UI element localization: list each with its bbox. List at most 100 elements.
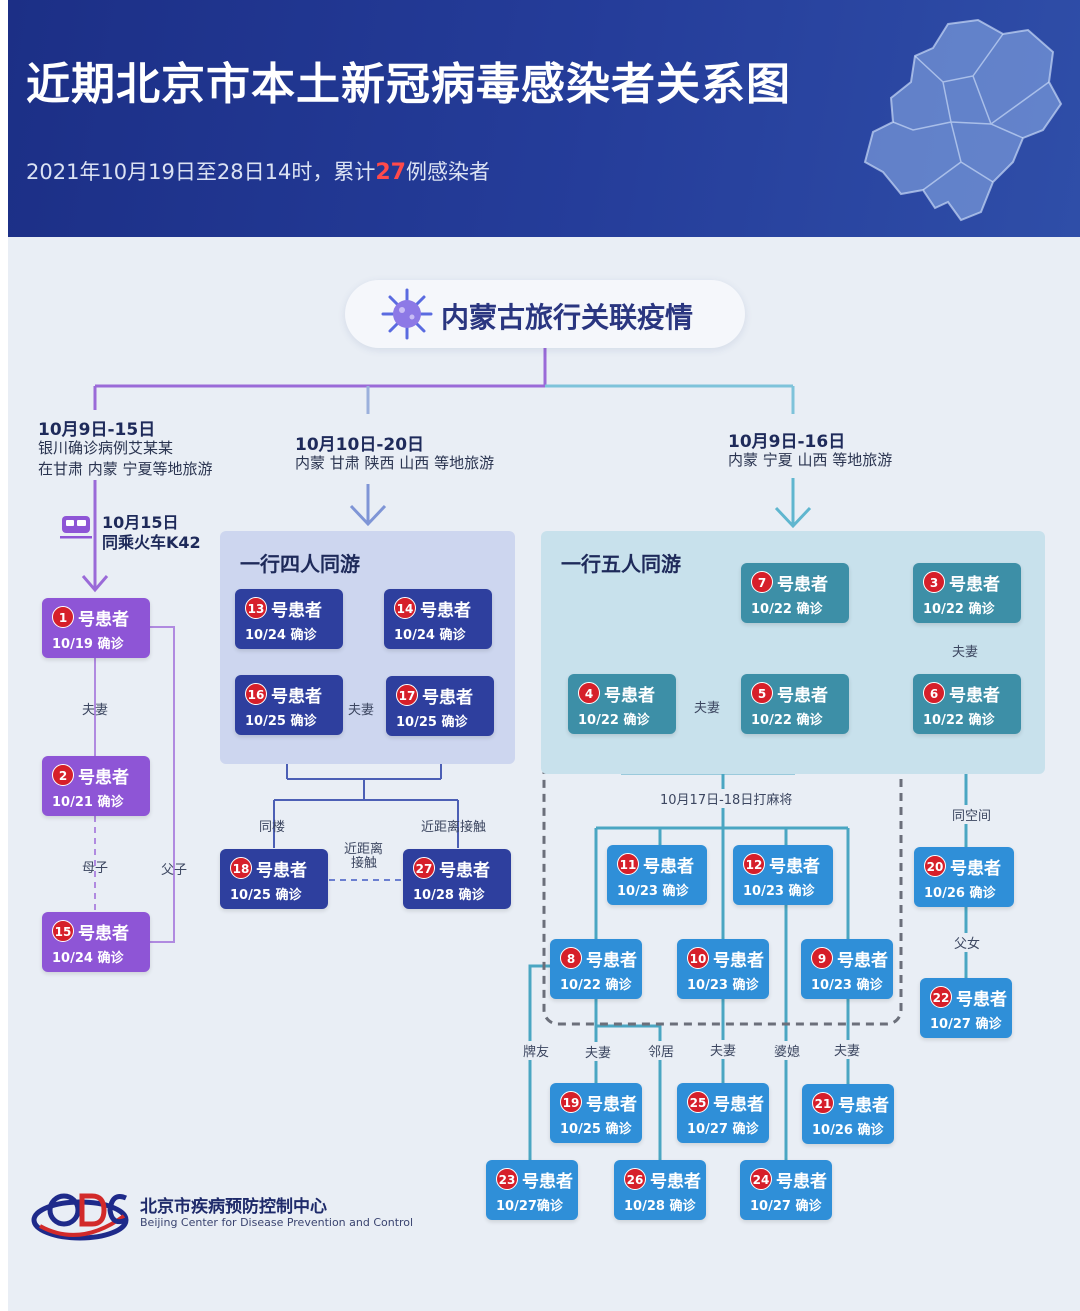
case-number-badge: 16 xyxy=(245,683,267,705)
org-name-cn: 北京市疾病预防控制中心 xyxy=(140,1197,327,1217)
patient-label: 号患者 xyxy=(643,857,694,877)
confirm-date: 10/23 确诊 xyxy=(687,978,759,993)
case-number-badge: 10 xyxy=(687,947,709,969)
relation-close-contact-line2: 接触 xyxy=(351,856,378,871)
relation-couple-1-2: 夫妻 xyxy=(82,703,109,718)
case-number-badge: 17 xyxy=(396,684,418,706)
confirm-date: 10/26 确诊 xyxy=(812,1123,884,1138)
page-title: 近期北京市本土新冠病毒感染者关系图 xyxy=(26,59,791,110)
relation-couple-16-17: 夫妻 xyxy=(348,703,375,718)
patient-label: 号患者 xyxy=(950,859,1001,879)
patient-label: 号患者 xyxy=(838,1096,889,1116)
case-number-badge: 19 xyxy=(560,1091,582,1113)
patient-label: 号患者 xyxy=(713,1095,764,1115)
confirm-date: 10/27 确诊 xyxy=(750,1199,822,1214)
case-number-badge: 18 xyxy=(230,857,252,879)
train-date: 10月15日 xyxy=(102,513,179,532)
relation-couple-4-5: 夫妻 xyxy=(694,701,721,716)
confirm-date: 10/25 确诊 xyxy=(396,715,468,730)
org-name-en: Beijing Center for Disease Prevention an… xyxy=(140,1216,414,1229)
confirm-date: 10/23 确诊 xyxy=(617,884,689,899)
subtitle-suffix: 例感染者 xyxy=(405,160,490,184)
patient-label: 号患者 xyxy=(422,688,473,708)
arrow-down-icon xyxy=(349,504,387,527)
confirm-date: 10/24 确诊 xyxy=(245,628,317,643)
confirm-date: 10/25 确诊 xyxy=(560,1122,632,1137)
case-number-badge: 24 xyxy=(750,1168,772,1190)
confirm-date: 10/22 确诊 xyxy=(923,713,995,728)
case-number-badge: 12 xyxy=(743,853,765,875)
header-banner: 近期北京市本土新冠病毒感染者关系图 2021年10月19日至28日14时，累计2… xyxy=(8,0,1080,237)
case-number-badge: 3 xyxy=(923,571,945,593)
relation-couple-9-21: 夫妻 xyxy=(832,1040,863,1059)
case-number-badge: 6 xyxy=(923,682,945,704)
confirm-date: 10/22 确诊 xyxy=(560,978,632,993)
relation-mother-in-law: 婆媳 xyxy=(772,1041,803,1060)
infographic-canvas: 近期北京市本土新冠病毒感染者关系图 2021年10月19日至28日14时，累计2… xyxy=(8,0,1080,1311)
relation-mother-son: 母子 xyxy=(82,861,109,876)
case-number-badge: 26 xyxy=(624,1168,646,1190)
patient-label: 号患者 xyxy=(271,687,322,707)
patient-label: 号患者 xyxy=(586,1095,637,1115)
subtitle-prefix: 2021年10月19日至28日14时，累计 xyxy=(26,160,376,184)
confirm-date: 10/23 确诊 xyxy=(811,978,883,993)
right-branch-line1: 内蒙 宁夏 山西 等地旅游 xyxy=(728,451,893,469)
relation-couple-10-25: 夫妻 xyxy=(708,1040,739,1059)
beijing-map-icon xyxy=(863,18,1063,222)
relation-mahjong: 10月17日-18日打麻将 xyxy=(657,789,796,808)
patient-label: 号患者 xyxy=(78,768,129,788)
patient-label: 号患者 xyxy=(271,601,322,621)
confirm-date: 10/26 确诊 xyxy=(924,886,996,901)
case-number-badge: 20 xyxy=(924,855,946,877)
patient-label: 号患者 xyxy=(776,1172,827,1192)
relation-father-son: 父子 xyxy=(161,863,188,878)
relation-close-contact-27: 近距离接触 xyxy=(421,820,487,835)
relation-couple-3-6: 夫妻 xyxy=(952,645,979,660)
train-text: 同乘火车K42 xyxy=(102,533,201,552)
left-branch-line2: 在甘肃 内蒙 宁夏等地旅游 xyxy=(38,460,213,478)
middle-branch-line1: 内蒙 甘肃 陕西 山西 等地旅游 xyxy=(295,454,495,472)
patient-label: 号患者 xyxy=(713,951,764,971)
right-branch-date: 10月9日-16日 xyxy=(728,432,846,452)
relation-father-daughter: 父女 xyxy=(952,933,983,952)
patient-label: 号患者 xyxy=(586,951,637,971)
patient-label: 号患者 xyxy=(420,601,471,621)
confirm-date: 10/19 确诊 xyxy=(52,637,124,652)
patient-label: 号患者 xyxy=(439,861,490,881)
relation-neighbor: 邻居 xyxy=(646,1041,677,1060)
train-icon xyxy=(60,516,92,539)
confirm-date: 10/25 确诊 xyxy=(230,888,302,903)
arrow-down-icon xyxy=(774,506,812,529)
case-number-badge: 4 xyxy=(578,682,600,704)
page-subtitle: 2021年10月19日至28日14时，累计27例感染者 xyxy=(26,156,490,186)
patient-label: 号患者 xyxy=(769,857,820,877)
case-number-badge: 15 xyxy=(52,920,74,942)
relation-close-contact-line1: 近距离 xyxy=(344,842,384,857)
confirm-date: 10/28 确诊 xyxy=(624,1199,696,1214)
confirm-date: 10/21 确诊 xyxy=(52,795,124,810)
confirm-date: 10/24 确诊 xyxy=(52,951,124,966)
confirm-date: 10/22 确诊 xyxy=(751,713,823,728)
relation-couple-8-19: 夫妻 xyxy=(583,1042,614,1061)
case-number-badge: 9 xyxy=(811,947,833,969)
patient-label: 号患者 xyxy=(777,575,828,595)
case-number-badge: 27 xyxy=(413,857,435,879)
